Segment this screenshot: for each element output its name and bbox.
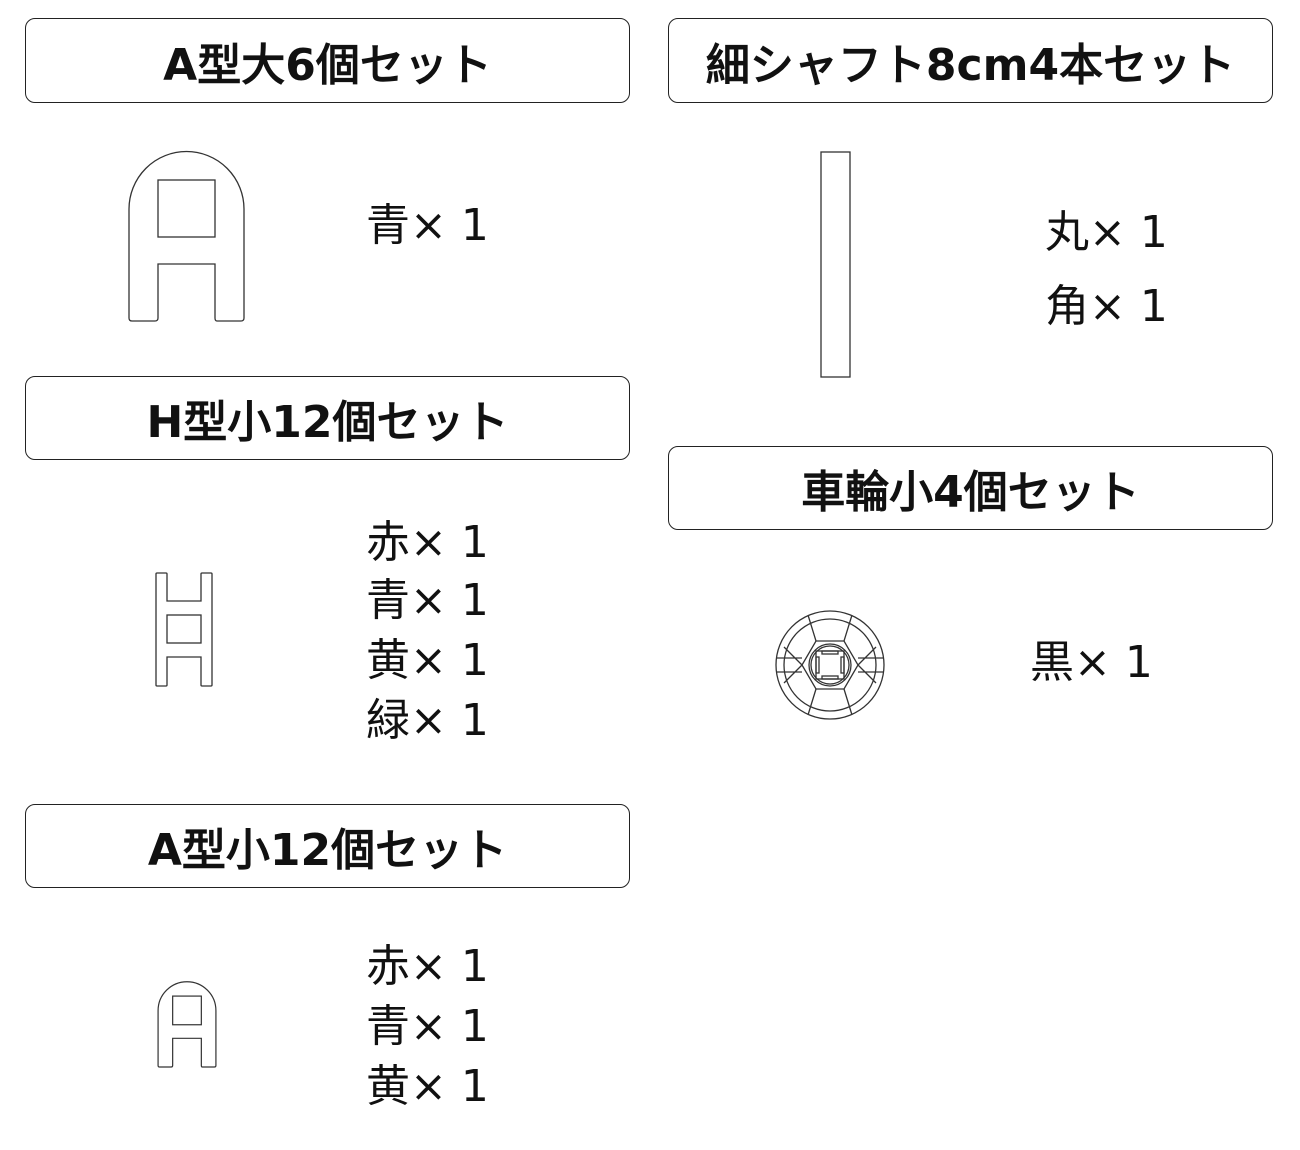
a-small-piece-icon <box>157 981 217 1068</box>
section-title-wheel: 車輪小4個セット <box>668 446 1273 530</box>
a-large-piece-icon <box>128 150 245 322</box>
section-title-h-small: H型小12個セット <box>25 376 630 460</box>
section-title-a-large: A型大6個セット <box>25 18 630 103</box>
quantity-a-large-blue: 青× 1 <box>366 200 489 251</box>
section-title-shaft: 細シャフト8cm4本セット <box>668 18 1273 103</box>
quantity-wheel-black: 黒× 1 <box>1030 637 1153 688</box>
quantity-shaft-round: 丸× 1 <box>1045 207 1168 258</box>
quantity-a-small-yellow: 黄× 1 <box>366 1061 489 1112</box>
quantity-shaft-square: 角× 1 <box>1045 281 1168 332</box>
section-title-a-small: A型小12個セット <box>25 804 630 888</box>
quantity-h-green: 緑× 1 <box>366 695 489 746</box>
h-small-piece-icon <box>155 572 213 687</box>
shaft-icon <box>820 151 851 378</box>
wheel-icon <box>775 610 885 720</box>
quantity-a-small-blue: 青× 1 <box>366 1001 489 1052</box>
quantity-h-blue: 青× 1 <box>366 575 489 626</box>
quantity-h-yellow: 黄× 1 <box>366 635 489 686</box>
quantity-h-red: 赤× 1 <box>366 517 489 568</box>
quantity-a-small-red: 赤× 1 <box>366 941 489 992</box>
